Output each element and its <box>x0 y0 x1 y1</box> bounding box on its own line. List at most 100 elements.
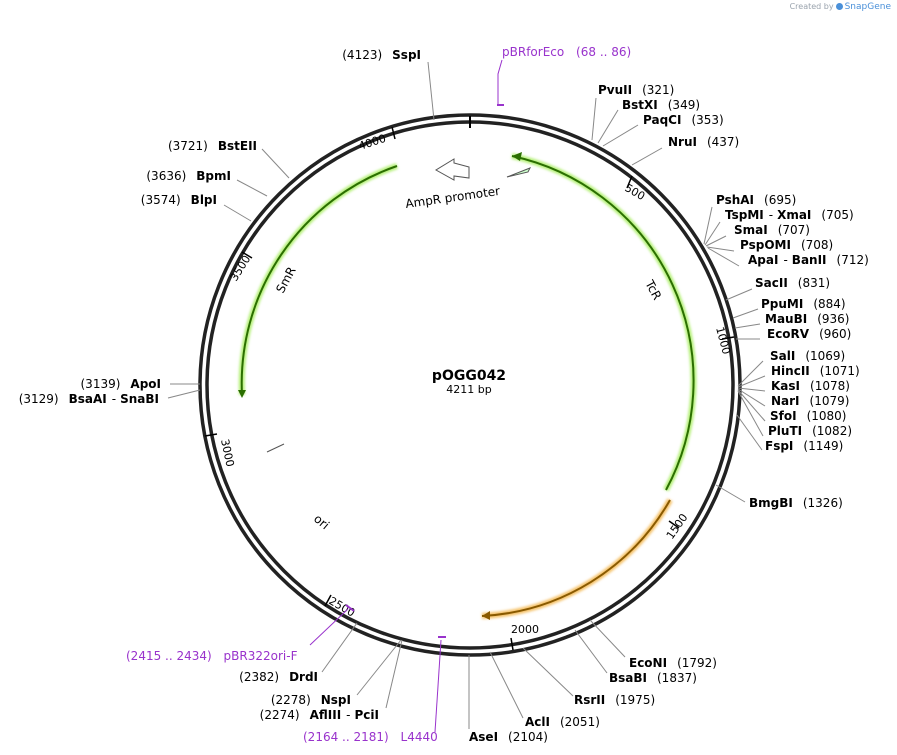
site-position: (1078) <box>810 379 850 393</box>
separator: - <box>783 253 787 267</box>
separator: - <box>346 708 350 722</box>
enzyme-name: KasI <box>771 379 800 393</box>
site-position: (3721) <box>168 139 208 153</box>
site-sspi: (4123)SspI <box>342 48 421 62</box>
site-position: (2382) <box>239 670 279 684</box>
enzyme-name: BanII <box>792 253 827 267</box>
tick-label-4000: 4000 <box>357 132 388 153</box>
site-kasi: KasI (1078) <box>771 379 850 393</box>
site-smai: SmaI(707) <box>734 223 810 237</box>
site-position: (1080) <box>807 409 847 423</box>
plasmid-name: pOGG042 <box>432 368 506 384</box>
site-ppumi: PpuMI(884) <box>761 297 846 311</box>
enzyme-name: FspI <box>765 439 793 453</box>
site-position: (2104) <box>508 730 548 744</box>
feature-ampr-promoter-arrow <box>435 158 470 181</box>
feature-label-smr: SmR <box>273 264 298 295</box>
site-position: (712) <box>837 253 869 267</box>
site-position: (936) <box>817 312 849 326</box>
site-position: (3574) <box>141 193 181 207</box>
site-fspi: FspI(1149) <box>765 439 843 453</box>
site-tspmi-xmai: TspMI-XmaI(705) <box>725 208 854 222</box>
enzyme-name: AflIII <box>310 708 342 722</box>
enzyme-name: BsaBI <box>609 671 647 685</box>
enzyme-name: HincII <box>771 364 810 378</box>
enzyme-name: ApoI <box>130 377 161 391</box>
site-apai-banii: ApaI-BanII(712) <box>748 253 869 267</box>
site-sali: SalI(1069) <box>770 349 845 363</box>
enzyme-name: BlpI <box>191 193 217 207</box>
tick-label-500: 500 <box>623 181 648 203</box>
site-drdi: (2382)DrdI <box>239 670 318 684</box>
snapgene-name: SnapGene <box>844 2 891 12</box>
enzyme-name: MauBI <box>765 312 807 326</box>
enzyme-name: NruI <box>668 135 697 149</box>
enzyme-name: NspI <box>321 693 351 707</box>
site-position: (349) <box>668 98 700 112</box>
feature-ori-arrow <box>266 443 285 453</box>
tick-label-2000: 2000 <box>511 623 539 636</box>
enzyme-name: BstXI <box>622 98 658 112</box>
enzyme-name: SfoI <box>770 409 797 423</box>
site-position: (4123) <box>342 48 382 62</box>
site-position: (960) <box>819 327 851 341</box>
enzyme-name: PshAI <box>716 193 754 207</box>
site-nrui: NruI(437) <box>668 135 739 149</box>
site-position: (3636) <box>146 169 186 183</box>
site-bsaai-snabi: (3129)BsaAI-SnaBI <box>19 392 159 406</box>
enzyme-name: SacII <box>755 276 788 290</box>
site-nspi: (2278) NspI <box>271 693 351 707</box>
site-sfoi: SfoI (1080) <box>770 409 846 423</box>
enzyme-name: SmaI <box>734 223 768 237</box>
site-bsteii: (3721)BstEII <box>168 139 257 153</box>
site-leaders <box>167 61 766 729</box>
enzyme-name: XmaI <box>777 208 811 222</box>
primer-range: (2415 .. 2434) <box>126 649 212 663</box>
primer-name: pBR322ori-F <box>224 649 298 663</box>
site-position: (353) <box>691 113 723 127</box>
site-sacii: SacII(831) <box>755 276 830 290</box>
feature-label-tcr: TcR <box>642 277 664 302</box>
site-bstxi: BstXI (349) <box>622 98 700 112</box>
site-blpi: (3574) BlpI <box>141 193 217 207</box>
site-apoi: (3139)ApoI <box>81 377 162 391</box>
site-position: (1079) <box>810 394 850 408</box>
enzyme-name: PluTI <box>768 424 802 438</box>
enzyme-name: TspMI <box>725 208 764 222</box>
created-by-text: Created by <box>789 2 834 11</box>
primer-label-pbrforeco: pBRforEco (68 .. 86) <box>502 45 631 59</box>
site-paqci: PaqCI (353) <box>643 113 724 127</box>
site-ecorv: EcoRV (960) <box>767 327 851 341</box>
primer-name: pBRforEco <box>502 45 564 59</box>
site-position: (884) <box>813 297 845 311</box>
primer-name: L4440 <box>401 730 438 744</box>
feature-label-ampr-promoter: AmpR promoter <box>404 184 500 211</box>
site-nari: NarI (1079) <box>771 394 849 408</box>
site-pvuii: PvuII(321) <box>598 83 674 97</box>
enzyme-name: EcoNI <box>629 656 667 670</box>
plasmid-size: 4211 bp <box>446 383 491 396</box>
site-position: (1326) <box>803 496 843 510</box>
enzyme-name: NarI <box>771 394 800 408</box>
site-position: (2278) <box>271 693 311 707</box>
enzyme-name: EcoRV <box>767 327 810 341</box>
enzyme-name: AclI <box>525 715 550 729</box>
snapgene-branding: Created by SnapGene <box>790 2 891 12</box>
enzyme-name: BsaAI <box>69 392 107 406</box>
site-position: (2274) <box>260 708 300 722</box>
site-position: (1069) <box>805 349 845 363</box>
primer-label-pbr322ori-f: (2415 .. 2434) pBR322ori-F <box>126 649 298 663</box>
site-position: (1082) <box>812 424 852 438</box>
enzyme-name: SnaBI <box>120 392 159 406</box>
site-acli: AclI(2051) <box>525 715 600 729</box>
tick-marks <box>204 116 735 651</box>
site-hincii: HincII(1071) <box>771 364 860 378</box>
site-pshai: PshAI(695) <box>716 193 796 207</box>
site-position: (1975) <box>615 693 655 707</box>
enzyme-name: PciI <box>355 708 380 722</box>
feature-strand-tcr <box>511 152 697 492</box>
enzyme-name: PaqCI <box>643 113 681 127</box>
primer-range: (2164 .. 2181) <box>303 730 389 744</box>
site-maubi: MauBI (936) <box>765 312 849 326</box>
